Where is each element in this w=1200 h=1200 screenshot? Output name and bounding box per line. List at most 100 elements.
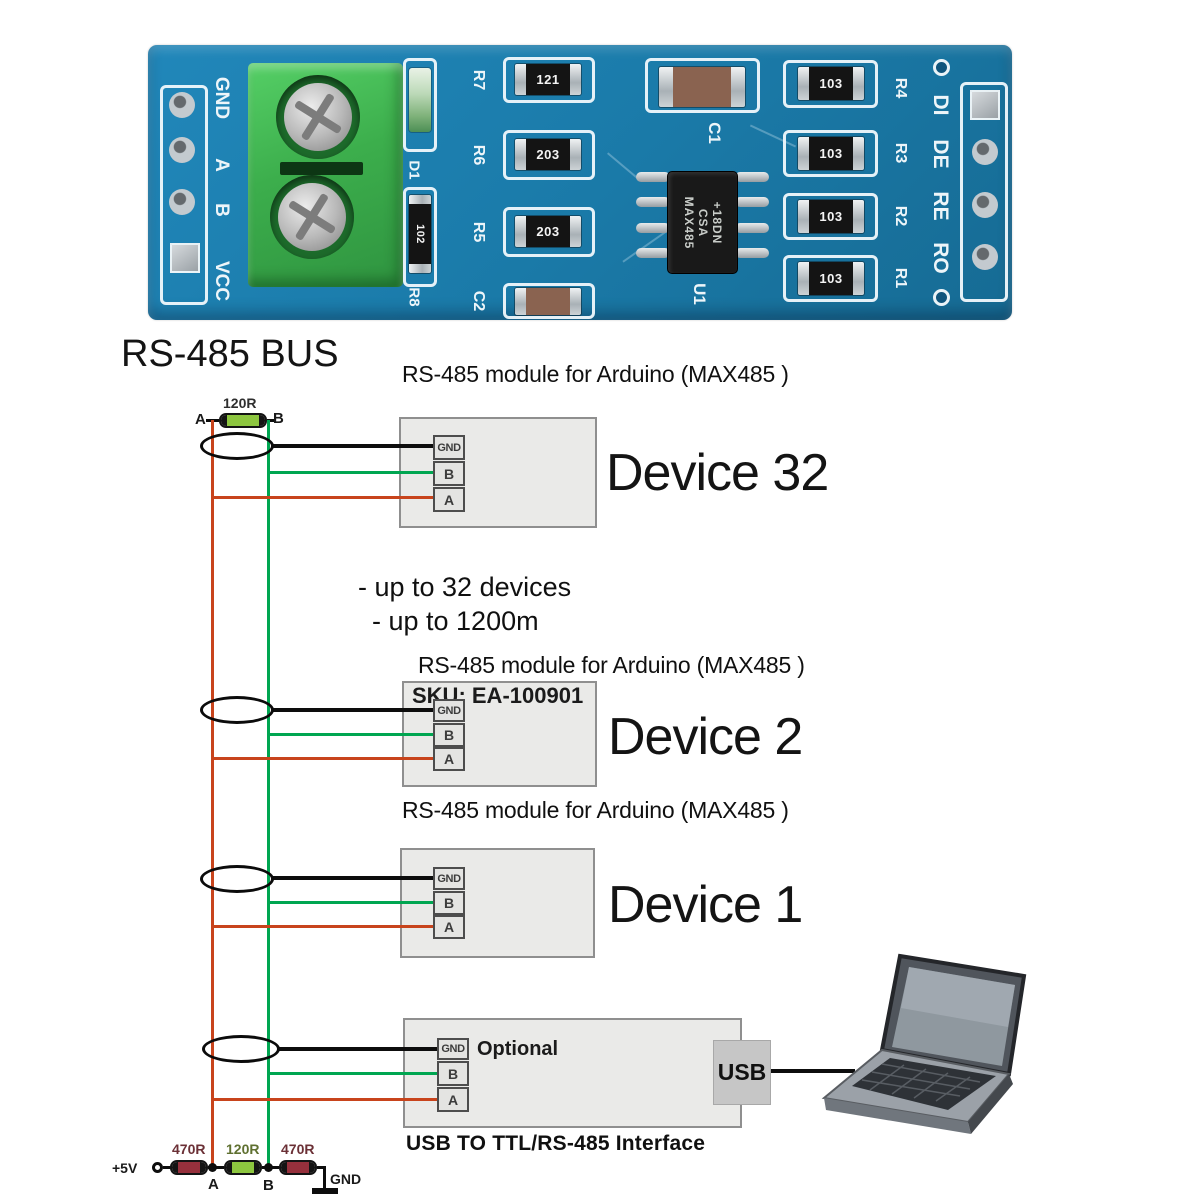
d1-ref-label: D1 — [405, 160, 423, 180]
device2-a-wire — [211, 757, 433, 760]
r8-ref-label: R8 — [405, 287, 423, 307]
c2-outline — [503, 283, 595, 319]
u1-lead — [735, 223, 769, 233]
termination-b-label: B — [273, 410, 284, 427]
u1-chip: +18DN CSA MAX485 — [668, 172, 737, 273]
pcb-label-di: DI — [929, 94, 952, 116]
r4-ref-label: R4 — [892, 77, 909, 99]
u1-chip-text-line2: CSA — [695, 208, 710, 237]
device2-b-wire — [268, 733, 433, 736]
bus-a-node — [208, 1163, 217, 1172]
right-header-outline — [960, 82, 1008, 302]
pcb-pin-label-vcc: VCC — [211, 260, 232, 302]
u1-lead — [636, 172, 670, 182]
bus-line-b — [267, 420, 270, 1168]
pcb-label-re: RE — [929, 191, 952, 221]
twisted-pair-ellipse — [202, 1035, 280, 1063]
resistor-r5: 203 — [515, 216, 581, 247]
right-pin-pad — [972, 244, 998, 270]
r5-outline — [503, 207, 595, 257]
termination-120r-label: 120R — [223, 395, 257, 411]
device1-b-wire — [268, 901, 433, 904]
c2-ref-label: C2 — [470, 290, 487, 312]
right-pin-pad — [972, 192, 998, 218]
device1-name: Device 1 — [608, 876, 803, 934]
pcb-label-ro: RO — [929, 242, 952, 274]
u1-lead — [735, 197, 769, 207]
device32-pin-gnd: GND — [433, 435, 465, 460]
terminal-slot — [280, 162, 363, 175]
gnd-label: GND — [330, 1171, 362, 1187]
c1-outline — [645, 58, 760, 113]
left-header-outline — [160, 85, 208, 305]
u1-lead — [636, 248, 670, 258]
led-d1 — [409, 68, 431, 132]
usb-a-wire — [211, 1098, 437, 1101]
u1-lead — [636, 223, 670, 233]
pcb-label-de: DE — [929, 139, 952, 169]
r1-ref-label: R1 — [892, 267, 909, 289]
resistor-r7: 121 — [515, 64, 581, 95]
resistor-r3: 103 — [798, 137, 864, 170]
r3-ref-label: R3 — [892, 142, 909, 164]
u1-chip-text-line1: MAX485 — [681, 196, 696, 249]
terminal-screw — [284, 83, 352, 151]
r7-ref-label: R7 — [470, 69, 487, 91]
note-distance: - up to 1200m — [372, 606, 539, 636]
capacitor-c2 — [515, 288, 581, 315]
u1-chip-text-line3: +18DN — [709, 201, 724, 244]
left-pin-pad — [169, 137, 195, 163]
bus-line-a — [211, 420, 214, 1168]
device32-gnd-wire — [272, 444, 433, 448]
termination-a-label: A — [195, 411, 206, 428]
r7-outline — [503, 57, 595, 103]
device2-name: Device 2 — [608, 708, 803, 766]
bus-b-node — [264, 1163, 273, 1172]
usb-gnd-wire — [278, 1047, 437, 1051]
r8-value: 102 — [413, 224, 426, 244]
mounting-hole — [933, 59, 950, 76]
terminal-screw — [278, 183, 346, 251]
right-pin-pad — [972, 139, 998, 165]
usb-cable — [771, 1069, 855, 1073]
bias-470r-left-label: 470R — [172, 1141, 206, 1157]
supply-terminal — [152, 1162, 163, 1173]
resistor-r8: 102 — [409, 195, 431, 273]
gnd-drop-wire — [323, 1166, 326, 1188]
device32-pin-b: B — [433, 461, 465, 486]
max485-module-photo: GND A B VCC D1 102 R8 121 R7 203 — [148, 45, 1012, 320]
wire-segment — [267, 419, 274, 422]
plus5v-label: +5V — [112, 1160, 138, 1176]
device32-name: Device 32 — [606, 444, 829, 502]
r4-outline — [783, 60, 878, 108]
usb-pin-b: B — [437, 1061, 469, 1086]
usb-pin-a: A — [437, 1087, 469, 1112]
resistor-r1: 103 — [798, 262, 864, 295]
capacitor-c1 — [659, 67, 745, 107]
r2-ref-label: R2 — [892, 205, 909, 227]
laptop-illustration — [821, 953, 1027, 1134]
module-label-device2: RS-485 module for Arduino (MAX485 ) — [418, 652, 805, 678]
device1-pin-a: A — [433, 915, 465, 939]
twisted-pair-ellipse — [200, 865, 274, 893]
bias-470r-right-label: 470R — [281, 1141, 315, 1157]
usb-interface-caption: USB TO TTL/RS-485 Interface — [406, 1132, 706, 1155]
device1-pin-gnd: GND — [433, 867, 465, 890]
r5-ref-label: R5 — [470, 221, 487, 243]
r8-outline — [403, 187, 437, 287]
twisted-pair-ellipse — [200, 696, 274, 724]
device2-gnd-wire — [272, 708, 433, 712]
u1-lead — [636, 197, 670, 207]
r3-outline — [783, 130, 878, 177]
twisted-pair-ellipse — [200, 432, 274, 460]
bus-b-node-label: B — [263, 1177, 274, 1194]
resistor-r6: 203 — [515, 139, 581, 170]
device1-a-wire — [211, 925, 433, 928]
note-devices: - up to 32 devices — [358, 572, 572, 602]
resistor-r4: 103 — [798, 67, 864, 100]
device2-pin-a: A — [433, 747, 465, 771]
optional-label: Optional — [477, 1038, 559, 1060]
wire-segment — [317, 1166, 326, 1169]
device1-pin-b: B — [433, 891, 465, 915]
